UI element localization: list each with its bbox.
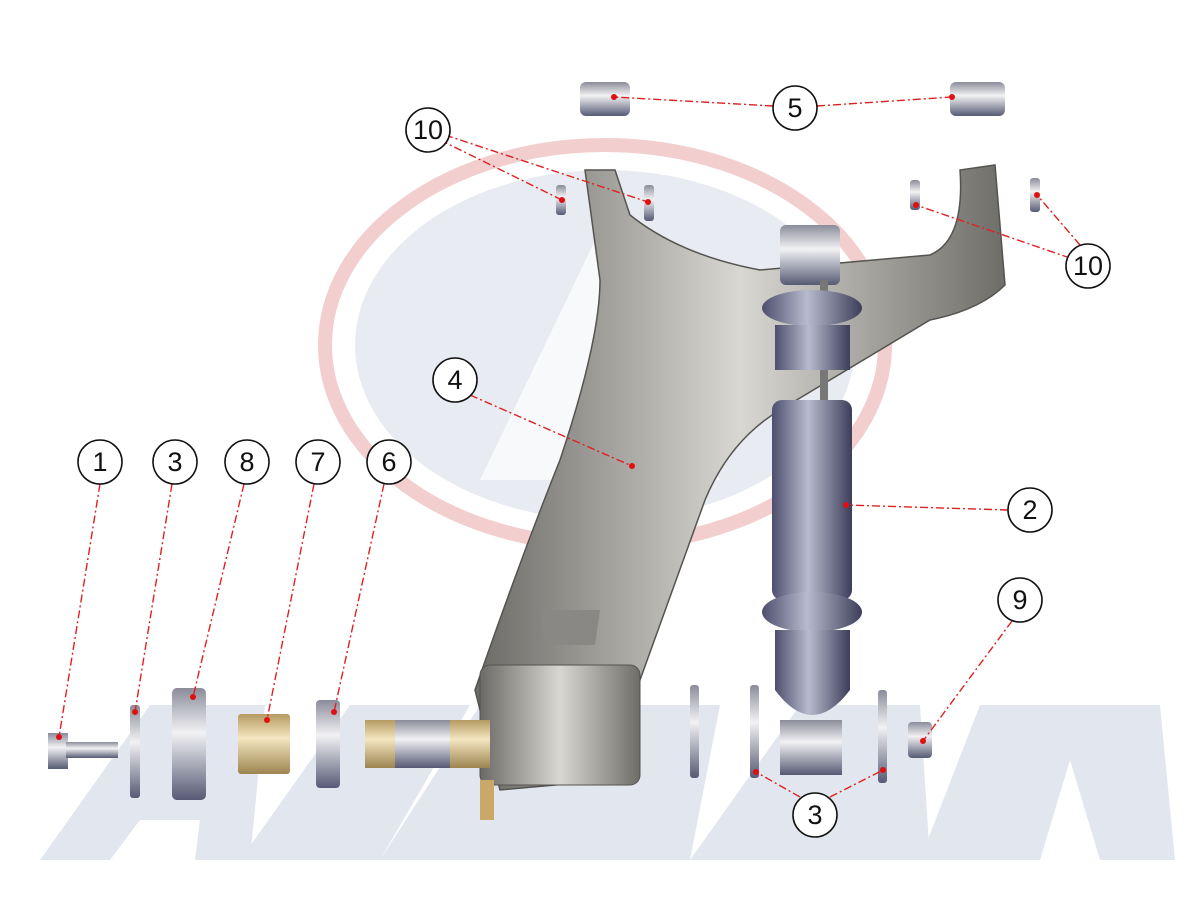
callout-5: 5 xyxy=(772,85,818,131)
svg-text:1: 1 xyxy=(92,447,107,477)
callout-10-left: 10 xyxy=(405,107,451,153)
leader-lines xyxy=(56,94,1081,798)
callout-8: 8 xyxy=(224,439,270,485)
part-8-bearing xyxy=(172,688,206,800)
part-3-washer xyxy=(750,685,759,778)
svg-text:4: 4 xyxy=(447,365,462,395)
callout-4: 4 xyxy=(432,357,478,403)
callout-3-bottom: 3 xyxy=(792,792,838,838)
svg-text:10: 10 xyxy=(413,115,443,145)
svg-text:5: 5 xyxy=(787,93,802,123)
svg-text:3: 3 xyxy=(807,800,822,830)
part-3-washer xyxy=(878,690,887,783)
part-4-swing-arm xyxy=(365,164,1006,820)
svg-text:8: 8 xyxy=(239,447,254,477)
callout-7: 7 xyxy=(295,439,341,485)
part-6-bearing xyxy=(316,700,340,788)
part-3-washer xyxy=(690,685,699,778)
svg-text:2: 2 xyxy=(1022,495,1037,525)
part-2-shock-absorber xyxy=(762,225,862,775)
part-7-bronze-spacer xyxy=(238,714,290,774)
part-9-nut xyxy=(908,722,932,758)
svg-text:3: 3 xyxy=(167,447,182,477)
callout-10-right: 10 xyxy=(1065,243,1111,289)
callout-9: 9 xyxy=(997,577,1043,623)
callout-6: 6 xyxy=(366,439,412,485)
svg-text:10: 10 xyxy=(1073,251,1103,281)
part-1-bolt xyxy=(48,733,118,769)
svg-text:7: 7 xyxy=(310,447,325,477)
callout-3-left: 3 xyxy=(152,439,198,485)
part-5-bushing-left xyxy=(580,82,630,116)
callout-2: 2 xyxy=(1007,487,1053,533)
svg-text:6: 6 xyxy=(381,447,396,477)
part-5-bushing-right xyxy=(950,82,1005,116)
part-3-washer xyxy=(130,705,140,798)
svg-text:9: 9 xyxy=(1012,585,1027,615)
callout-1: 1 xyxy=(77,439,123,485)
